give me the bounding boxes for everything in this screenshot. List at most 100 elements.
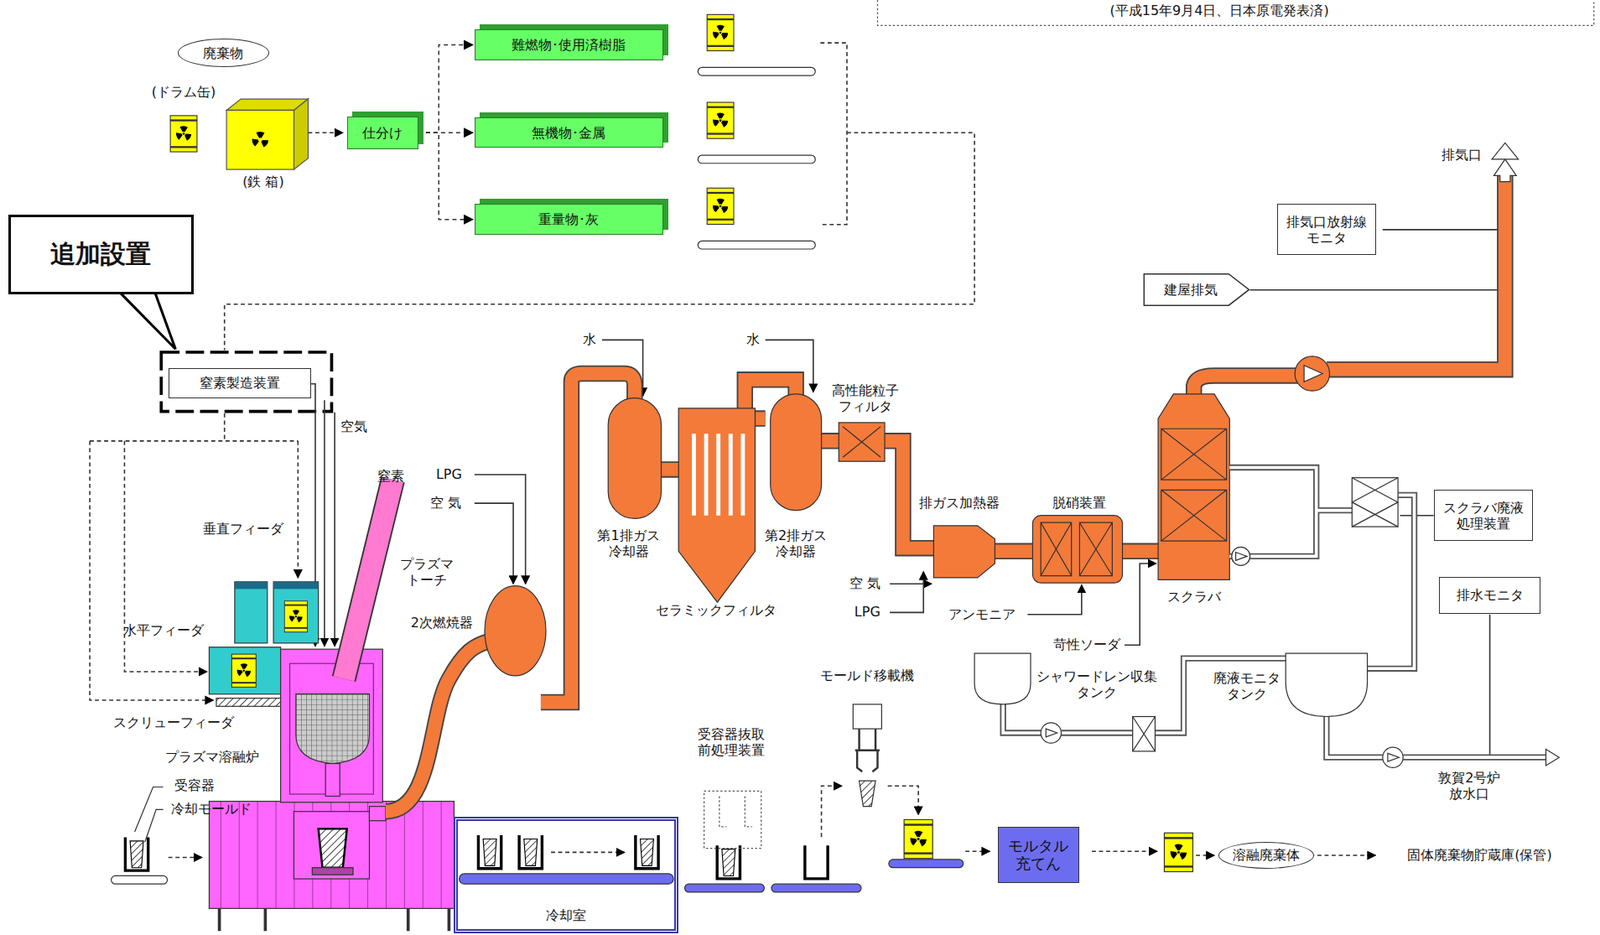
off-gas-pipes-part [659, 175, 1506, 551]
mold-handling-part [477, 835, 501, 869]
process-box: 仕分け [347, 116, 419, 150]
flow-arrows-part [1309, 854, 1376, 857]
gas-treatment-equipment-part [1303, 365, 1323, 382]
sorted-drums-part [706, 187, 734, 224]
product-ellipse: 溶融廃棄体 [1218, 841, 1315, 869]
gas-feed-lines-part [1250, 289, 1499, 291]
node-text: 追加設置 [50, 238, 151, 270]
gas-feed-lines-part [889, 582, 932, 585]
part-label: 排ガス加熱器 [919, 495, 1000, 512]
mold-handling-part [716, 845, 740, 879]
part-label: 第2排ガス冷却器 [761, 526, 832, 559]
callout-tail [120, 292, 177, 349]
node-text: 冷却室 [545, 907, 587, 924]
part-label: (鉄 箱) [242, 173, 285, 190]
part-label: スクリューフィーダ [113, 714, 234, 731]
node-text: 窒素製造装置 [199, 374, 281, 391]
gas-treatment-equipment-part [1161, 428, 1227, 541]
gas-treatment-equipment-part [484, 586, 546, 676]
water-system-part [974, 653, 1031, 705]
waste-category-box: 難燃物･使用済樹脂 [474, 29, 664, 61]
part-label: 受容器抜取前処理装置 [694, 726, 769, 759]
melting-furnace-part [368, 806, 385, 821]
melting-furnace-part [296, 694, 370, 764]
gas-treatment-equipment-part [1294, 356, 1330, 391]
flow-arrows-part [168, 857, 203, 859]
melting-furnace-part [293, 811, 369, 879]
gas-feed-lines-part [1382, 228, 1499, 231]
part-label: 高性能粒子フィルタ [828, 382, 903, 415]
node-text: 難燃物･使用済樹脂 [511, 36, 626, 53]
part-label: LPG [854, 604, 881, 621]
part-label: 窒素 [377, 468, 405, 485]
flow-arrows-part [1195, 854, 1215, 857]
part-label: 第1排ガス冷却器 [593, 526, 664, 559]
feeders-part [284, 601, 307, 633]
part-label: セラミックフィルタ [655, 602, 777, 619]
part-label: 固体廃棄物貯蔵庫(保管) [1407, 846, 1552, 863]
gas-treatment-equipment-part [1491, 142, 1519, 159]
part-label: 水 [746, 332, 760, 349]
melting-furnace-part [311, 867, 354, 876]
node-text: 無機物･金属 [531, 124, 606, 141]
off-gas-pipes-part [385, 640, 490, 811]
mold-handling-part [1163, 832, 1193, 872]
waste-containers-part [253, 132, 268, 147]
mold-handling-part [859, 780, 876, 806]
part-label: 空 気 [849, 576, 881, 593]
sorted-drums-part [706, 14, 734, 51]
part-label: 2次燃焼器 [410, 614, 473, 631]
feeders-part [208, 647, 281, 695]
node-text: 排水モニタ [1456, 587, 1524, 603]
mold-handling-part [704, 790, 762, 848]
part-label: アンモニア [948, 606, 1016, 623]
mold-handling-part [684, 883, 764, 893]
added-equipment-frame-part [161, 352, 332, 412]
callout-tail-part [120, 292, 177, 349]
waste-route-part [307, 131, 343, 134]
gas-feed-lines-part [889, 571, 924, 613]
part-label: 脱硝装置 [1052, 495, 1107, 512]
gas-treatment-equipment-part [1158, 394, 1230, 581]
part-label: モールド移載機 [820, 667, 915, 684]
sorted-drums-part [697, 67, 816, 76]
gas-treatment-equipment-part [842, 426, 881, 458]
gas-feed-lines-part [1027, 584, 1081, 614]
mold-handling-part [888, 859, 964, 868]
mold-handling-part [135, 786, 164, 842]
mold-handling [111, 704, 1194, 893]
part-label: 垂直フィーダ [202, 520, 284, 537]
waste-containers [170, 98, 308, 170]
gas-treatment-equipment-part [933, 525, 995, 578]
callout-box: 追加設置 [8, 214, 194, 295]
water-system-part [1002, 467, 1546, 759]
mold-handling-part [124, 836, 148, 871]
part-label: 水平フィーダ [123, 623, 204, 639]
gas-feed-lines-part [474, 503, 514, 584]
water-system-part [1132, 716, 1156, 752]
feeders-part [273, 581, 319, 590]
part-label: スクラバ [1167, 588, 1221, 605]
feeders-part [231, 654, 256, 687]
water-system-part [1546, 748, 1560, 765]
flow-arrows-part [965, 850, 990, 852]
node-text: 廃棄物 [202, 45, 244, 62]
off-gas-pipes-part [659, 175, 1506, 551]
part-label: 敦賀2号炉放水口 [1434, 769, 1505, 802]
waste-route-part [224, 132, 975, 350]
gas-feed-lines-part [323, 400, 326, 646]
gas-treatment-equipment-part [607, 398, 661, 520]
melting-furnace-part [280, 649, 384, 803]
sorted-drums [697, 14, 816, 250]
waste-category-box: 無機物･金属 [474, 117, 664, 149]
gas-feed-lines-part [333, 412, 336, 647]
mold-handling-part [855, 728, 880, 772]
gas-feed-lines-part [1489, 614, 1491, 756]
category-ellipse: 廃棄物 [177, 38, 271, 68]
part-label: LPG [436, 466, 463, 483]
flow-arrows-part [550, 851, 625, 854]
mold-handling-part [719, 795, 753, 827]
flow-connector [418, 132, 473, 219]
water-system-part [1285, 653, 1367, 717]
